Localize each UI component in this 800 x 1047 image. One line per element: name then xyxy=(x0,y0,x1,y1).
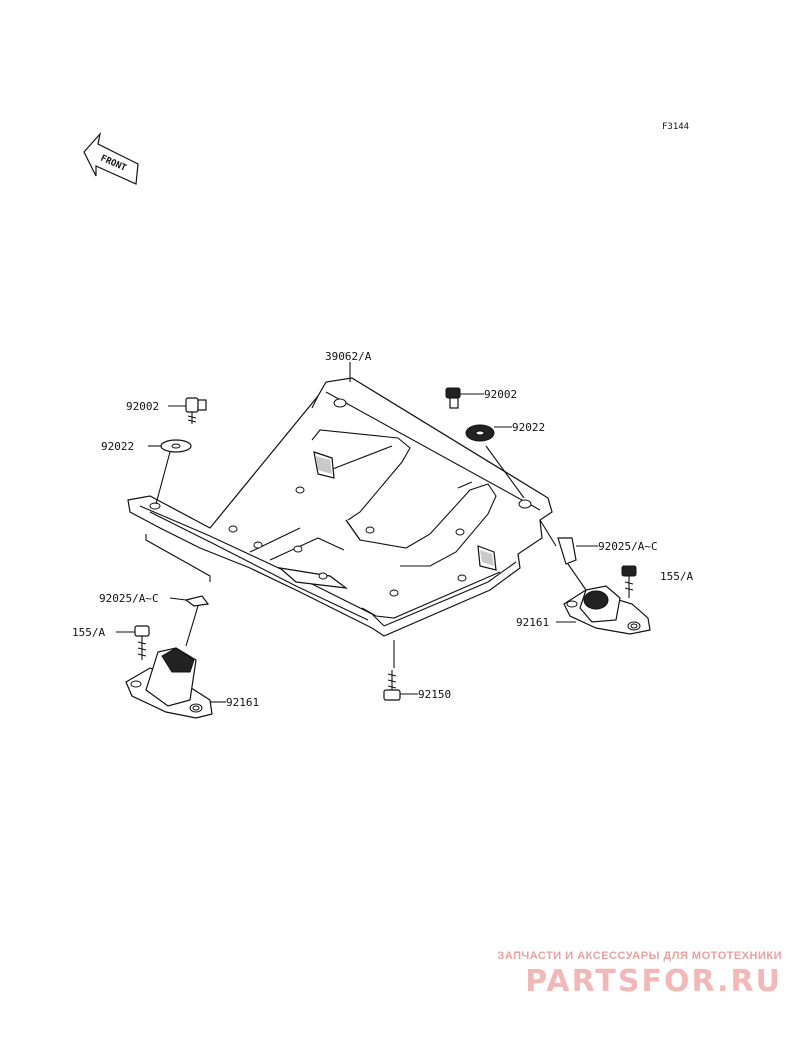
callout-screw-right: 155/A xyxy=(660,570,693,583)
engine-mount-right xyxy=(563,585,651,635)
front-arrow-icon: FRONT xyxy=(83,131,139,185)
bolt-hole xyxy=(295,486,305,494)
engine-mount-left xyxy=(125,647,213,719)
callout-mount-right: 92161 xyxy=(516,616,549,629)
callout-mount-left: 92161 xyxy=(226,696,259,709)
watermark-brand: PARTSFOR.RU xyxy=(525,964,782,999)
callout-shim-right: 92025/A~C xyxy=(598,540,658,553)
shim-icon xyxy=(184,595,210,607)
bolt-hole xyxy=(455,528,465,536)
bolt-hole xyxy=(228,525,238,533)
callout-frame: 39062/A xyxy=(325,350,372,363)
shim-icon xyxy=(557,537,577,565)
watermark-tagline: ЗАПЧАСТИ И АКСЕССУАРЫ ДЛЯ МОТОТЕХНИКИ xyxy=(497,950,782,962)
callout-bolt-right: 92002 xyxy=(484,388,517,401)
bolt-hole xyxy=(365,526,375,534)
mount-hole xyxy=(333,398,347,408)
callout-bolt-left: 92002 xyxy=(126,400,159,413)
mount-hole xyxy=(149,502,161,510)
callout-washer-left: 92022 xyxy=(101,440,134,453)
bolt-icon xyxy=(383,670,401,701)
figure-reference: F3144 xyxy=(662,122,689,132)
watermark: ЗАПЧАСТИ И АКСЕССУАРЫ ДЛЯ МОТОТЕХНИКИ PA… xyxy=(497,950,782,999)
callout-screw-left: 155/A xyxy=(72,626,105,639)
bolt-icon xyxy=(185,397,207,424)
callout-bolt-bottom: 92150 xyxy=(418,688,451,701)
bolt-icon xyxy=(445,387,461,409)
bolt-hole xyxy=(253,541,263,549)
bolt-hole xyxy=(293,545,303,553)
callout-shim-left: 92025/A~C xyxy=(99,592,159,605)
bolt-hole xyxy=(318,572,328,580)
mount-hole xyxy=(518,499,532,509)
frame-skid-plate xyxy=(127,377,553,637)
callout-washer-right: 92022 xyxy=(512,421,545,434)
screw-icon xyxy=(134,625,150,660)
bolt-hole xyxy=(389,589,399,597)
bolt-hole xyxy=(457,574,467,582)
screw-icon xyxy=(621,565,637,598)
